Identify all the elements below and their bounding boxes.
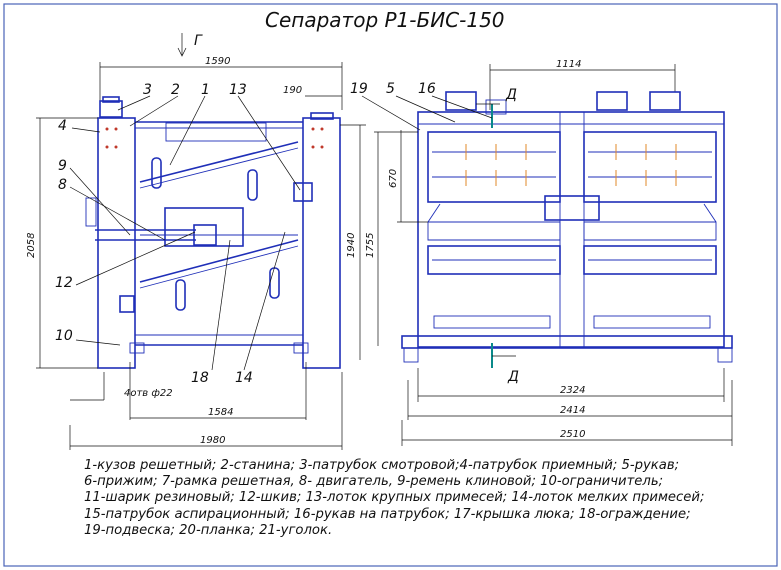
section-d-top: Д [505, 87, 517, 103]
dim-holes: 4отв ф22 [124, 388, 173, 399]
callout-2: 2 [171, 82, 180, 98]
dim-1114: 1114 [556, 59, 581, 70]
view-label-g: Г [194, 33, 203, 49]
dim-1980: 1980 [200, 435, 225, 446]
callout-18: 18 [191, 370, 209, 386]
dim-1584: 1584 [208, 407, 233, 418]
legend-line: 6-прижим; 7-рамка решетная, 8- двигатель… [84, 474, 664, 490]
front-section-view: 1114 [361, 59, 733, 446]
right-post [302, 117, 341, 369]
callout-10: 10 [55, 328, 73, 344]
callout-1: 1 [201, 82, 210, 98]
section-d-bottom: Д [507, 369, 519, 385]
dim-2510: 2510 [560, 429, 585, 440]
callout-5: 5 [386, 81, 395, 97]
side-view: 1590 190 [26, 56, 366, 450]
legend-line: 19-подвеска; 20-планка; 21-уголок. [84, 522, 333, 538]
dim-1755: 1755 [365, 233, 376, 258]
legend-line: 15-патрубок аспирационный; 16-рукав на п… [84, 506, 691, 522]
callout-13: 13 [229, 82, 247, 98]
callout-14: 14 [235, 370, 253, 386]
callout-8: 8 [58, 177, 67, 193]
dim-2058: 2058 [26, 233, 37, 258]
dim-670: 670 [388, 169, 399, 188]
sheet-border [3, 3, 778, 567]
callout-4: 4 [58, 118, 67, 134]
legend-line: 11-шарик резиновый; 12-шкив; 13-лоток кр… [84, 490, 705, 506]
dim-2324: 2324 [560, 385, 585, 396]
dim-1590: 1590 [205, 56, 230, 67]
legend: 1-кузов решетный; 2-станина; 3-патрубок … [84, 458, 764, 539]
callout-9: 9 [58, 158, 67, 174]
callout-3: 3 [143, 82, 152, 98]
callout-19: 19 [350, 81, 368, 97]
dim-1940: 1940 [346, 233, 357, 258]
callout-16: 16 [418, 81, 436, 97]
dim-2414: 2414 [560, 405, 585, 416]
drawing-title: Сепаратор Р1-БИС-150 [265, 8, 505, 32]
legend-line: 1-кузов решетный; 2-станина; 3-патрубок … [84, 458, 680, 473]
callout-12: 12 [55, 275, 73, 291]
view-arrow-g: Г [177, 33, 203, 57]
left-post [97, 117, 136, 369]
dim-190: 190 [283, 85, 302, 96]
